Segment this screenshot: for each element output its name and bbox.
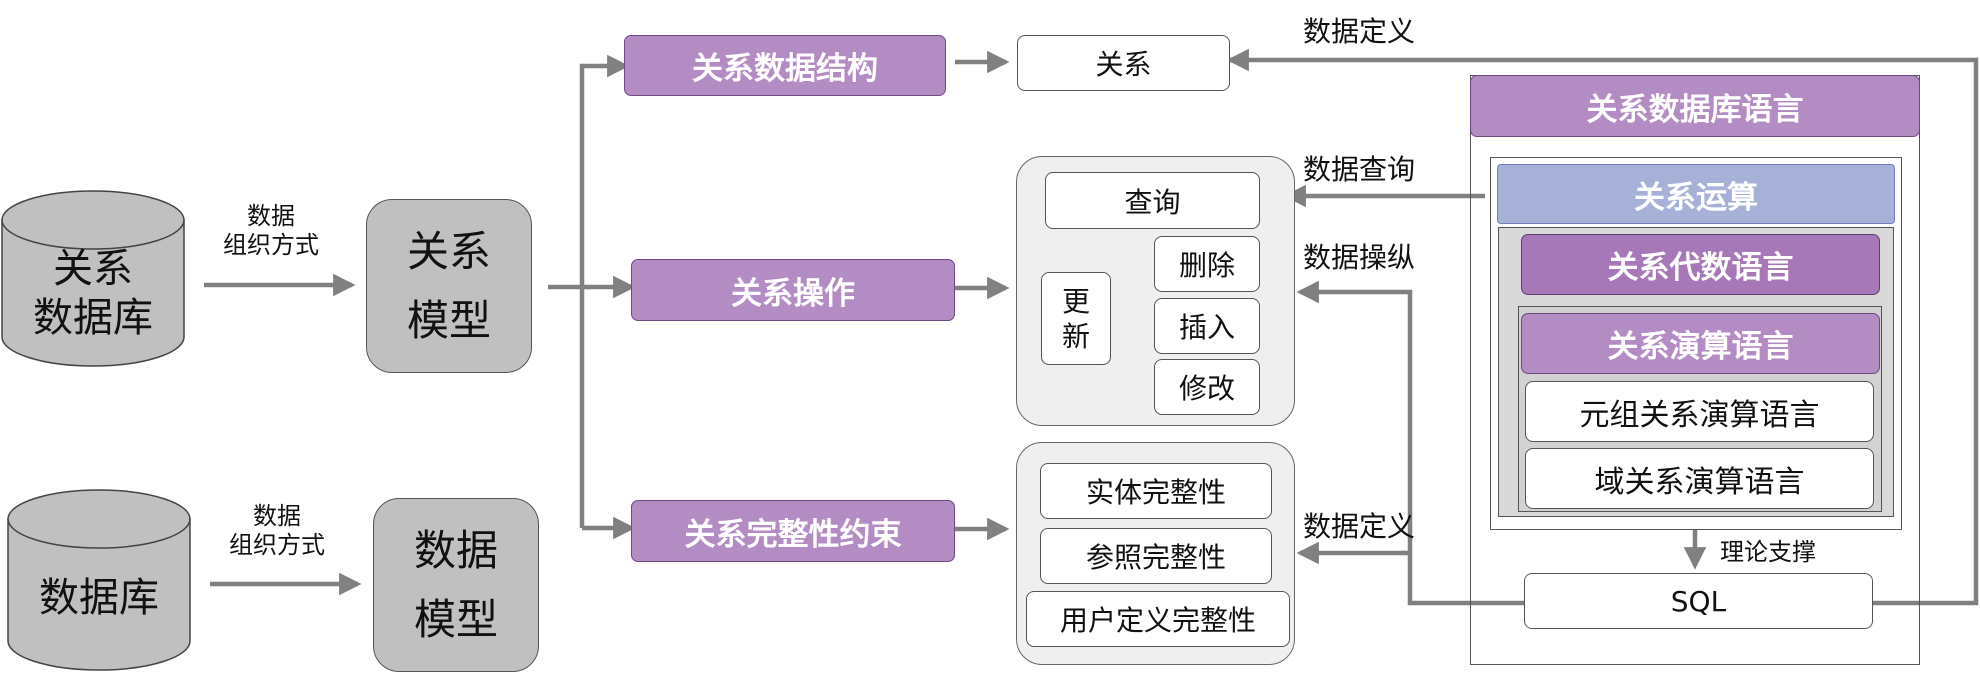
data-model-line1: 数据 (413, 525, 498, 575)
modify-box: 修改 (1154, 359, 1260, 415)
update-line1: 更 (1061, 284, 1090, 318)
relational-operation-frame (1490, 157, 1902, 530)
label-theory-support: 理论支撑 (1720, 538, 1816, 566)
delete-box: 删除 (1154, 236, 1260, 292)
arrow-label-bottom-line1: 数据 (253, 502, 301, 530)
domain-calculus-language: 域关系演算语言 (1525, 448, 1874, 509)
label-data-manipulation: 数据操纵 (1303, 241, 1416, 274)
user-defined-integrity-box: 用户定义完整性 (1026, 591, 1290, 647)
arrow-data-manipulation (1296, 280, 1524, 606)
arrow-to-structure (579, 54, 630, 528)
database: 数据库 (8, 568, 190, 628)
label-data-query: 数据查询 (1303, 153, 1416, 186)
arrow-label-top-line1: 数据 (247, 202, 295, 230)
relational-model-line1: 关系 (406, 226, 491, 276)
label-data-definition-top: 数据定义 (1303, 15, 1416, 48)
arrow-label-organization-bottom: 数据 组织方式 (210, 502, 344, 560)
tuple-calculus-language: 元组关系演算语言 (1525, 381, 1874, 442)
relational-database-line2: 数据库 (33, 295, 153, 341)
arrow-data-definition-top (1226, 48, 1979, 606)
data-model-line2: 模型 (413, 595, 498, 644)
relational-data-structure: 关系数据结构 (624, 35, 946, 96)
update-box: 更 新 (1041, 272, 1111, 365)
relational-algebra-language: 关系代数语言 (1521, 234, 1880, 295)
relational-database: 关系 数据库 (2, 246, 184, 341)
sql-box: SQL (1524, 573, 1873, 629)
relational-operation: 关系操作 (631, 259, 955, 321)
relation-box: 关系 (1017, 35, 1230, 91)
relational-database-line1: 关系 (53, 246, 133, 293)
entity-integrity-box: 实体完整性 (1040, 463, 1272, 519)
cylinder-database-shape (7, 489, 191, 671)
arrow-label-bottom-line2: 组织方式 (229, 530, 325, 559)
language-panel-title: 关系数据库语言 (1470, 75, 1920, 137)
arrow-label-top-line2: 组织方式 (223, 230, 319, 259)
database-label: 数据库 (39, 574, 159, 621)
arrow-label-organization-top: 数据 组织方式 (204, 202, 338, 260)
update-line2: 新 (1061, 319, 1090, 353)
relational-model-line2: 模型 (406, 296, 491, 345)
query-box: 查询 (1045, 172, 1260, 229)
label-data-definition-bottom: 数据定义 (1303, 510, 1416, 543)
relational-calculus-language: 关系演算语言 (1521, 313, 1880, 374)
relational-operation-header: 关系运算 (1497, 164, 1895, 224)
insert-box: 插入 (1154, 298, 1260, 354)
referential-integrity-box: 参照完整性 (1040, 528, 1272, 584)
relational-model: 关系 模型 (366, 199, 532, 373)
data-model: 数据 模型 (373, 498, 539, 672)
cylinder-relational-db-shape (1, 190, 185, 367)
relational-integrity-constraint: 关系完整性约束 (631, 500, 955, 562)
